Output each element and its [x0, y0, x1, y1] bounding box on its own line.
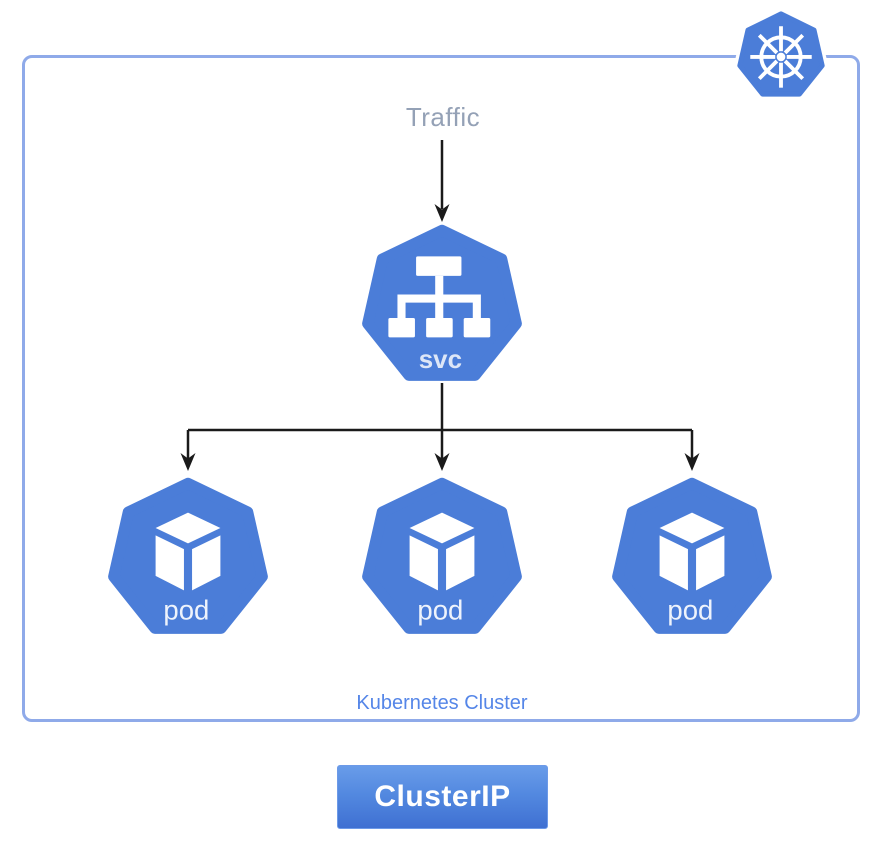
service-node: svc: [361, 224, 523, 386]
pod-node-label: pod: [163, 595, 209, 626]
service-node-label: svc: [419, 346, 462, 374]
traffic-label: Traffic: [405, 102, 481, 132]
cube-icon: [155, 512, 221, 591]
pod-node-2: pod: [361, 477, 523, 639]
cluster-label: Kubernetes Cluster: [356, 692, 528, 714]
kubernetes-helm-wheel-icon: [733, 8, 829, 100]
pod-node-label: pod: [417, 595, 463, 626]
service-topology-icon: [388, 256, 491, 338]
cube-icon: [659, 512, 725, 591]
pod-node-3: pod: [611, 477, 773, 639]
pod-node-label: pod: [667, 595, 713, 626]
kubernetes-logo: [733, 8, 829, 104]
clusterip-badge: ClusterIP: [337, 765, 548, 829]
pod-node-1: pod: [107, 477, 269, 639]
cube-icon: [409, 512, 475, 591]
